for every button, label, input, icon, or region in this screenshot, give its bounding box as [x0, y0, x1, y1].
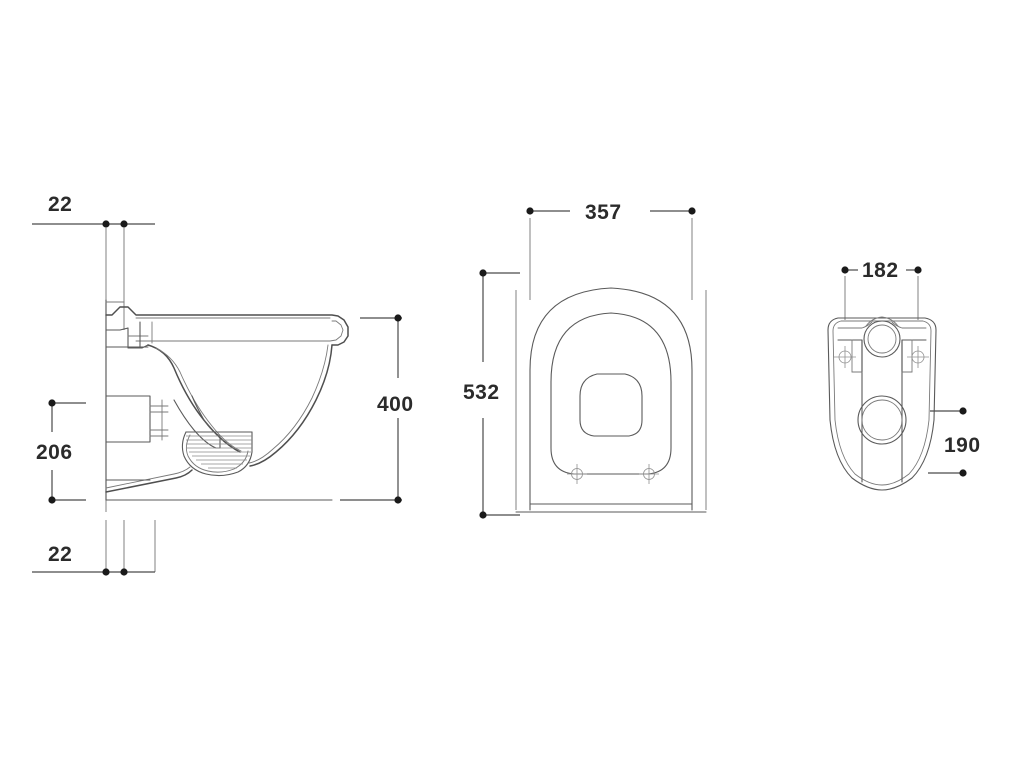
side-view-water-hatch [186, 435, 252, 469]
side-view-group: 22 22 206 400 [32, 193, 414, 576]
side-view-trap [173, 395, 253, 477]
rear-view-bolt-right [907, 346, 929, 368]
dimension-side-bottom-offset: 22 [32, 543, 155, 576]
side-view-wall-block [105, 299, 333, 501]
dimension-label-182: 182 [862, 259, 899, 282]
dimension-rear-bolt-spacing: 182 [841, 259, 922, 282]
dimension-label-206: 206 [36, 441, 73, 464]
front-view-base [515, 503, 707, 513]
rear-view-inlet-lower [857, 395, 907, 445]
dimension-label-side-bottom: 22 [48, 543, 72, 566]
dimension-side-total-height: 400 [340, 314, 414, 504]
front-view-extension-lines [515, 218, 707, 510]
front-view-outer-outline [529, 287, 693, 511]
dimension-side-lower-height: 206 [36, 399, 86, 504]
dimension-label-400: 400 [377, 393, 414, 416]
dimension-label-side-top: 22 [48, 193, 72, 216]
dimension-label-190: 190 [944, 434, 981, 457]
rear-view-group: 182 190 [827, 259, 981, 491]
dimension-rear-depth: 190 [928, 407, 981, 477]
dimension-front-height: 532 [463, 269, 520, 519]
rear-view-outlet-upper [863, 316, 901, 358]
front-view-bolt-left [567, 464, 587, 484]
front-view-aperture [579, 373, 643, 437]
side-view-bowl-contour [147, 344, 333, 467]
front-view-bolt-right [639, 464, 659, 484]
front-view-inner-outline [550, 312, 672, 475]
side-view-rim [105, 306, 349, 349]
rear-view-extension-lines [844, 276, 919, 320]
front-view-group: 357 532 [463, 201, 707, 519]
side-view-mounting-detail [105, 395, 169, 443]
dimension-front-width: 357 [526, 201, 696, 224]
dimension-label-532: 532 [463, 381, 500, 404]
dimension-label-357: 357 [585, 201, 622, 224]
side-view-skirt [105, 466, 193, 493]
dimension-side-top-offset: 22 [32, 193, 155, 228]
rear-view-bolt-left [834, 346, 856, 368]
